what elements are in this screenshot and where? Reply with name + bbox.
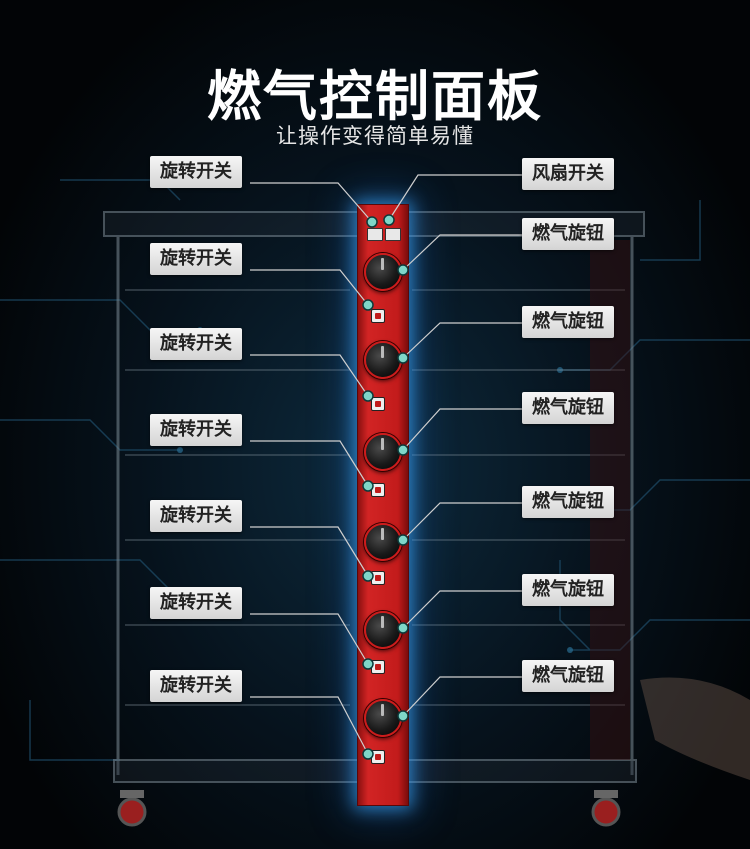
label-gas-knob: 燃气旋钮 (522, 574, 614, 606)
gas-control-panel (357, 204, 409, 806)
label-rotary-switch: 旋转开关 (150, 587, 242, 619)
label-gas-knob: 燃气旋钮 (522, 660, 614, 692)
rotary-switch[interactable] (371, 309, 385, 323)
label-gas-knob: 燃气旋钮 (522, 218, 614, 250)
rotary-switch[interactable] (371, 397, 385, 411)
fan-switch-right[interactable] (385, 228, 401, 241)
label-gas-knob: 燃气旋钮 (522, 306, 614, 338)
label-rotary-switch: 旋转开关 (150, 500, 242, 532)
label-rotary-switch: 旋转开关 (150, 328, 242, 360)
label-rotary-switch: 旋转开关 (150, 243, 242, 275)
page-title: 燃气控制面板 (207, 65, 543, 128)
label-fan-switch: 风扇开关 (522, 158, 614, 190)
label-rotary-switch: 旋转开关 (150, 414, 242, 446)
fan-switch-left[interactable] (367, 228, 383, 241)
gas-knob[interactable] (364, 341, 402, 379)
label-rotary-switch: 旋转开关 (150, 670, 242, 702)
page-subtitle: 让操作变得简单易懂 (276, 124, 474, 148)
label-gas-knob: 燃气旋钮 (522, 486, 614, 518)
label-gas-knob: 燃气旋钮 (522, 392, 614, 424)
label-rotary-switch: 旋转开关 (150, 156, 242, 188)
